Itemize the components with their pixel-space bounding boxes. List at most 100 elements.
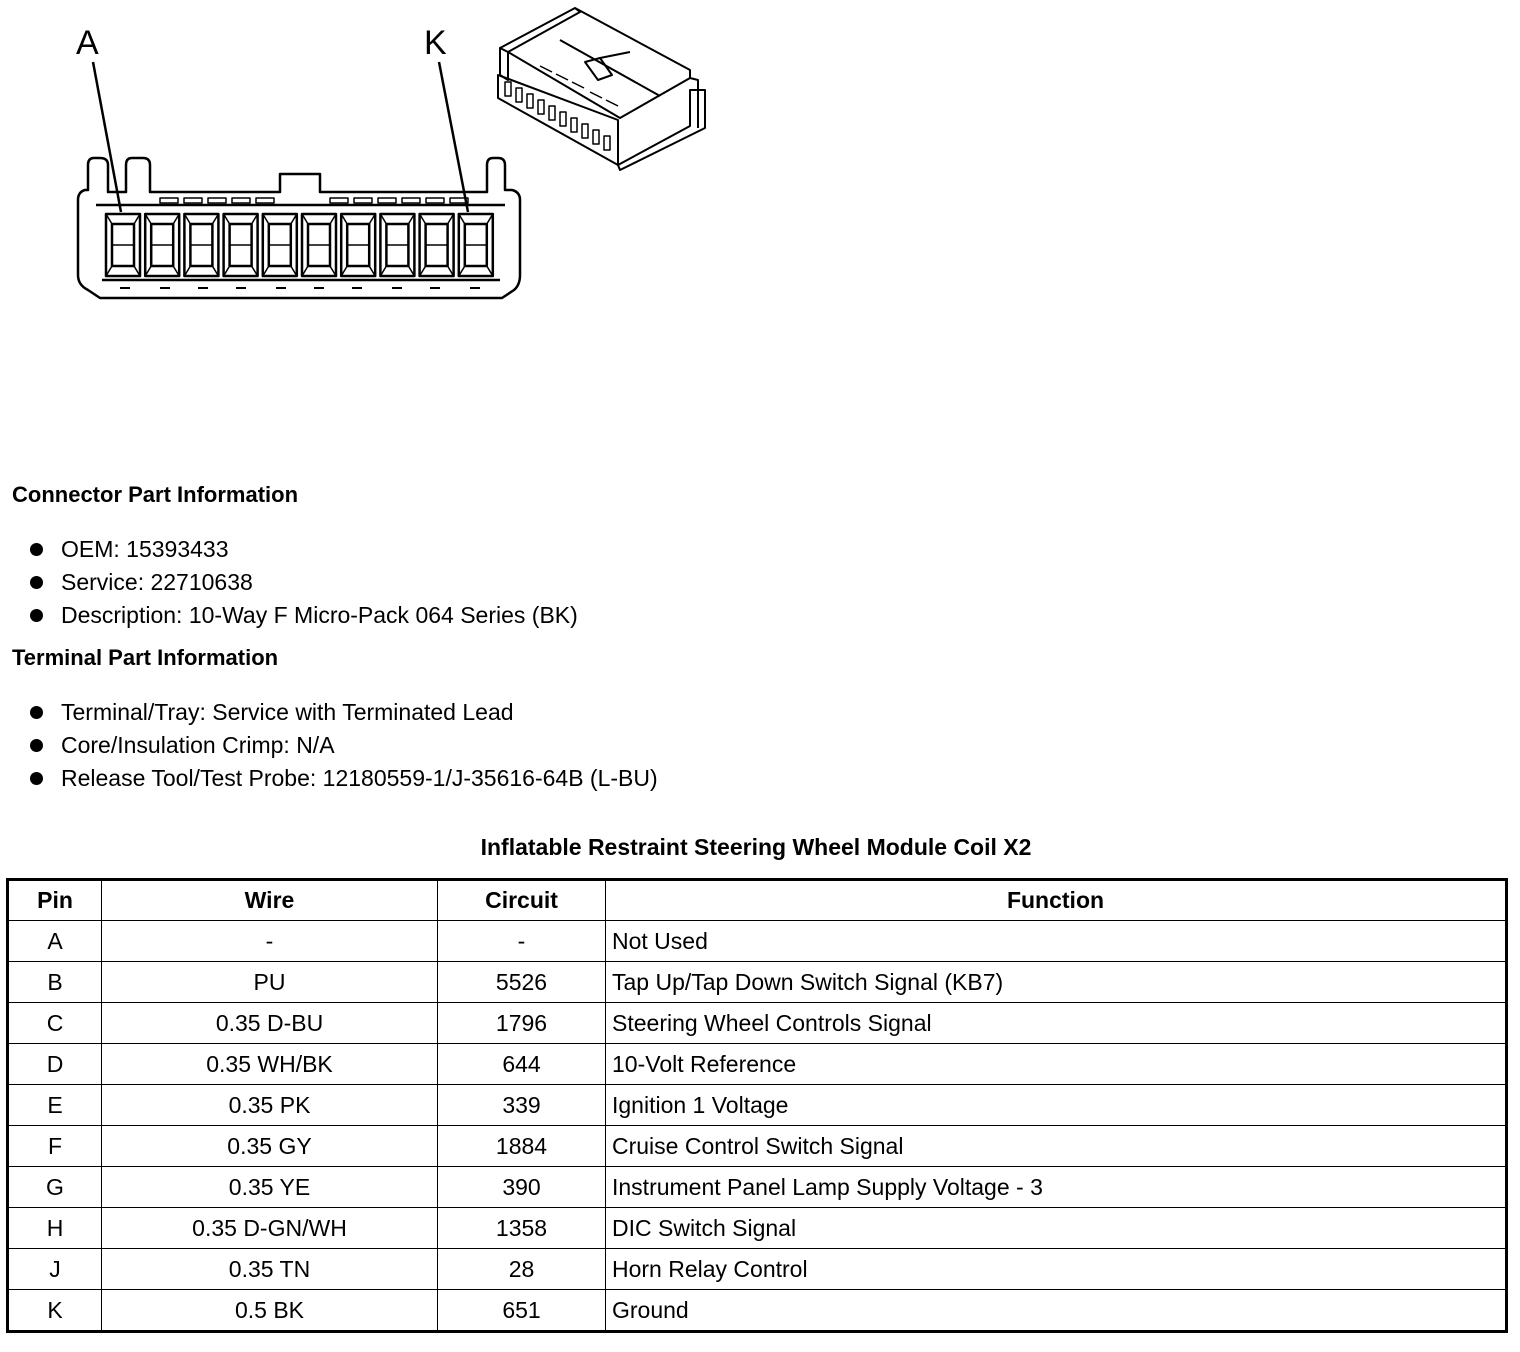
column-header-pin: Pin [7,879,102,921]
cavity-detail-line [340,213,348,225]
cell-pin: B [7,961,102,1003]
table-row: K 0.5 BK 651 Ground [7,1289,1507,1332]
cell-function: Horn Relay Control [605,1248,1507,1290]
cell-function: DIC Switch Signal [605,1207,1507,1249]
cavity-detail-line [418,265,427,277]
cavity-detail-line [222,265,231,277]
cell-circuit: 28 [437,1248,606,1290]
terminal-cavity [418,212,455,278]
terminal-cavity [143,212,181,278]
cavity-detail-line [368,265,376,277]
cell-pin: G [7,1166,102,1208]
connector-diagram: A K [0,0,760,330]
cell-function: 10-Volt Reference [605,1043,1507,1085]
cavity-detail-line [211,265,220,277]
cavity-detail-line [418,213,427,225]
cell-pin: E [7,1084,102,1126]
cell-circuit: 5526 [437,961,606,1003]
cell-function: Cruise Control Switch Signal [605,1125,1507,1167]
cell-pin: F [7,1125,102,1167]
cell-wire: 0.35 GY [101,1125,438,1167]
connector-isometric-icon [497,7,706,171]
table-row: E 0.35 PK 339 Ignition 1 Voltage [7,1084,1507,1126]
list-item: OEM: 15393433 [28,533,578,566]
cell-wire: 0.35 D-GN/WH [101,1207,438,1249]
column-header-circuit: Circuit [437,879,606,921]
cavity-detail-line [301,265,309,277]
cell-pin: J [7,1248,102,1290]
cell-wire: 0.35 WH/BK [101,1043,438,1085]
list-item: Description: 10-Way F Micro-Pack 064 Ser… [28,599,578,632]
cavity-detail-line [183,265,192,277]
cavity-detail-line [458,265,466,277]
table-row: B PU 5526 Tap Up/Tap Down Switch Signal … [7,961,1507,1003]
cell-function: Not Used [605,920,1507,962]
cell-pin: K [7,1289,102,1332]
cavity-detail-line [172,265,180,277]
cavity-detail-line [446,265,455,277]
cell-function: Ground [605,1289,1507,1332]
terminal-cavity [379,212,416,278]
cavity-detail-line [172,213,180,225]
terminal-part-info-list: Terminal/Tray: Service with Terminated L… [28,696,658,795]
cell-function: Instrument Panel Lamp Supply Voltage - 3 [605,1166,1507,1208]
cavity-detail-line [183,213,192,225]
cell-circuit: 1358 [437,1207,606,1249]
cell-function: Tap Up/Tap Down Switch Signal (KB7) [605,961,1507,1003]
cavity-detail-line [290,265,298,277]
cell-function: Steering Wheel Controls Signal [605,1002,1507,1044]
cavity-detail-line [340,265,348,277]
cell-wire: 0.35 YE [101,1166,438,1208]
connector-part-info-heading: Connector Part Information [12,482,299,507]
pinout-table: Pin Wire Circuit Function A - - Not Used… [6,878,1508,1333]
cell-pin: A [7,920,102,962]
callout-label-k: K [424,24,447,62]
cell-pin: C [7,1002,102,1044]
callout-label-a: A [76,24,99,62]
terminal-cavity [104,212,142,278]
cavity-detail-line [407,213,416,225]
cavity-detail-line [133,265,141,277]
table-header-row: Pin Wire Circuit Function [7,879,1507,921]
cell-circuit: 1884 [437,1125,606,1167]
cavity-detail-line [144,265,152,277]
terminal-cavity [222,212,259,278]
cavity-detail-line [250,265,259,277]
table-row: C 0.35 D-BU 1796 Steering Wheel Controls… [7,1002,1507,1044]
cell-wire: 0.35 TN [101,1248,438,1290]
cell-wire: 0.5 BK [101,1289,438,1332]
cavity-detail-line [211,213,220,225]
cell-circuit: 651 [437,1289,606,1332]
cavity-detail-line [105,213,113,225]
table-row: H 0.35 D-GN/WH 1358 DIC Switch Signal [7,1207,1507,1249]
cell-circuit: 644 [437,1043,606,1085]
cell-circuit: 339 [437,1084,606,1126]
cavity-detail-line [290,213,298,225]
list-item: Service: 22710638 [28,566,578,599]
column-header-function: Function [605,879,1507,921]
list-item: Core/Insulation Crimp: N/A [28,729,658,762]
cavity-detail-line [262,265,270,277]
cavity-detail-line [262,213,270,225]
terminal-cavity [457,212,495,278]
cavity-detail-line [368,213,376,225]
connector-face-illustration [76,7,706,300]
terminal-cavities [104,212,495,278]
terminal-cavity [183,212,220,278]
table-row: A - - Not Used [7,920,1507,962]
table-row: G 0.35 YE 390 Instrument Panel Lamp Supp… [7,1166,1507,1208]
table-row: J 0.35 TN 28 Horn Relay Control [7,1248,1507,1290]
cell-pin: D [7,1043,102,1085]
cavity-detail-line [105,265,113,277]
cavity-detail-line [379,265,388,277]
cell-wire: 0.35 D-BU [101,1002,438,1044]
cell-wire: PU [101,961,438,1003]
cavity-detail-line [329,213,337,225]
table-row: F 0.35 GY 1884 Cruise Control Switch Sig… [7,1125,1507,1167]
cavity-detail-line [144,213,152,225]
cell-wire: 0.35 PK [101,1084,438,1126]
cavity-detail-line [222,213,231,225]
terminal-cavity [261,212,299,278]
cavity-detail-line [379,213,388,225]
cavity-detail-line [133,213,141,225]
